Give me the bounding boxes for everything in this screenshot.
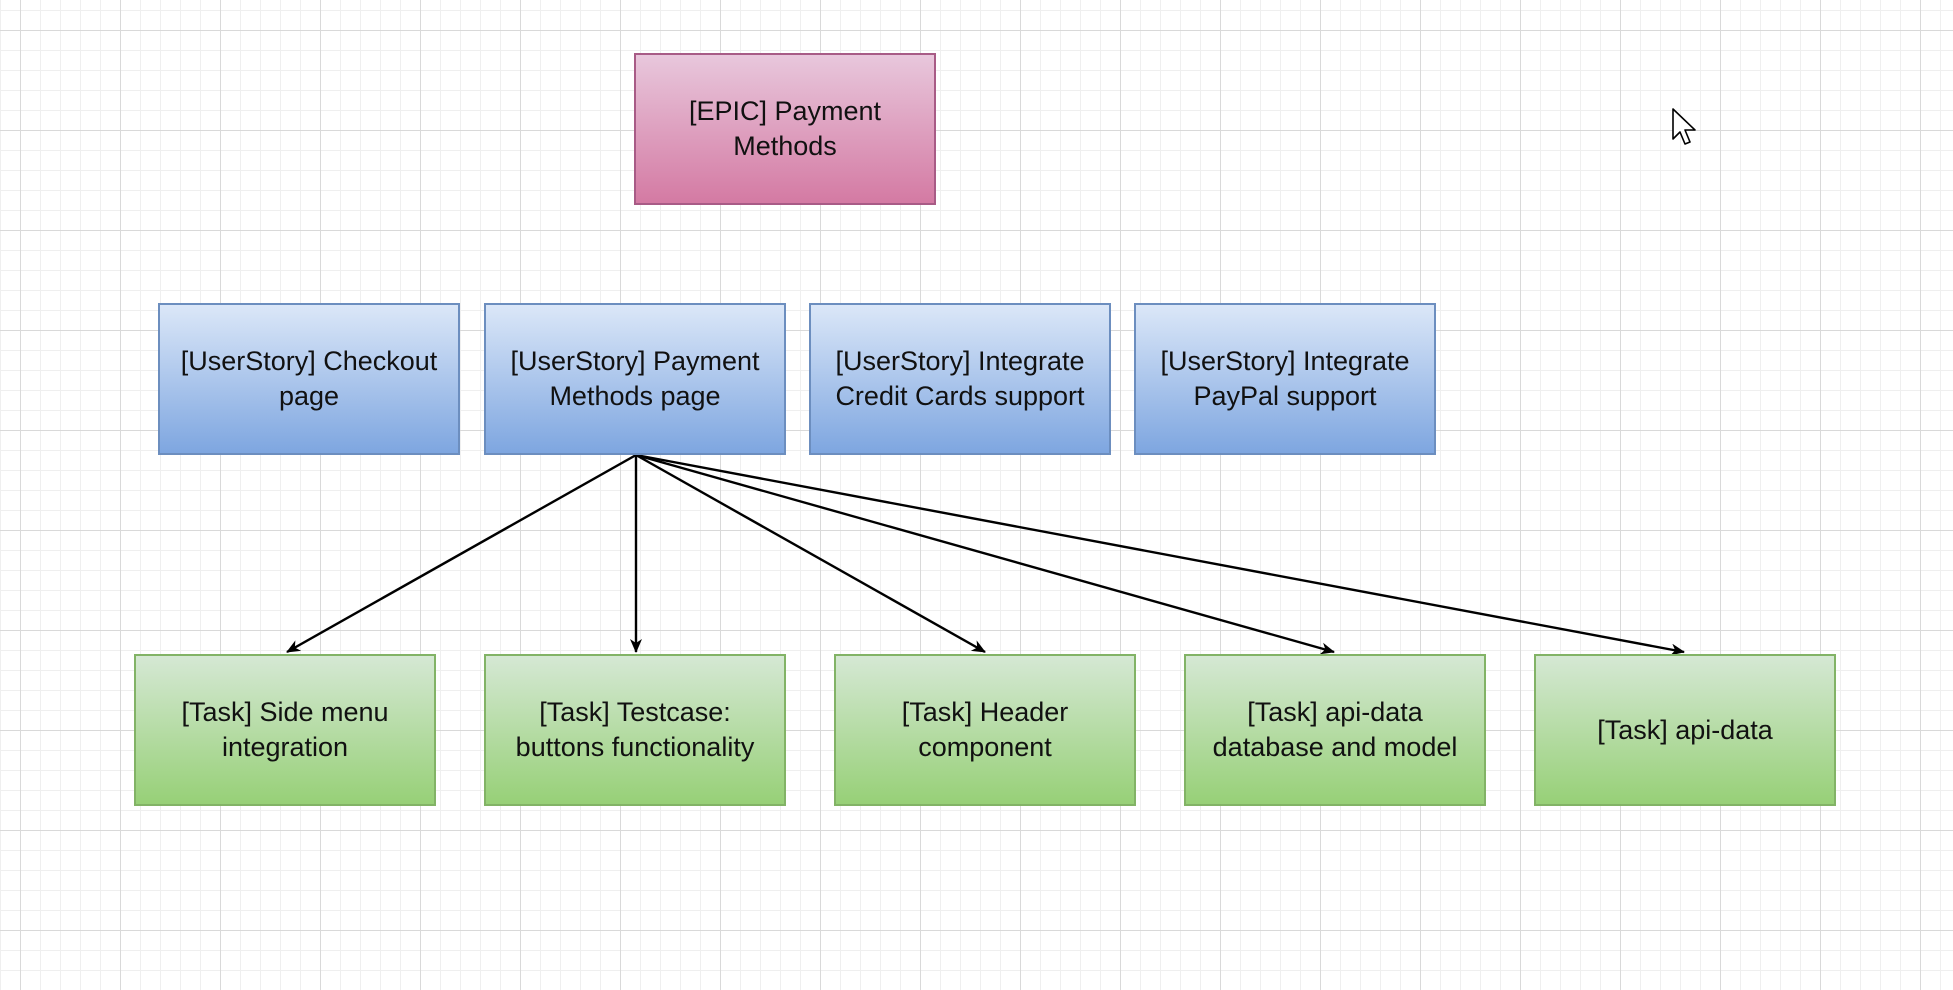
task-testcase-buttons-functionality[interactable]: [Task] Testcase: buttons functionality <box>484 654 786 806</box>
story-label: [UserStory] Integrate PayPal support <box>1160 346 1410 411</box>
task-side-menu-integration[interactable]: [Task] Side menu integration <box>134 654 436 806</box>
task-header-component[interactable]: [Task] Header component <box>834 654 1136 806</box>
story-payment-methods-page[interactable]: [UserStory] Payment Methods page <box>484 303 786 455</box>
story-label: [UserStory] Checkout page <box>180 346 438 411</box>
story-integrate-credit-cards[interactable]: [UserStory] Integrate Credit Cards suppo… <box>809 303 1111 455</box>
edge-payment-page-to-header[interactable] <box>635 453 986 654</box>
task-label: [Task] Testcase: buttons functionality <box>515 697 755 762</box>
mouse-pointer-icon <box>1672 108 1696 145</box>
task-label: [Task] Side menu integration <box>181 697 389 762</box>
task-label: [Task] Header component <box>901 697 1069 762</box>
edge-payment-page-to-api-data[interactable] <box>635 453 1685 656</box>
edge-payment-page-to-api-data-db[interactable] <box>635 453 1335 655</box>
story-checkout-page[interactable]: [UserStory] Checkout page <box>158 303 460 455</box>
task-api-data[interactable]: [Task] api-data <box>1534 654 1836 806</box>
story-label: [UserStory] Payment Methods page <box>510 346 760 411</box>
task-label: [Task] api-data database and model <box>1212 697 1458 762</box>
epic-payment-methods[interactable]: [EPIC] Payment Methods <box>634 53 936 205</box>
task-api-data-database-and-model[interactable]: [Task] api-data database and model <box>1184 654 1486 806</box>
epic-label: [EPIC] Payment Methods <box>688 96 882 161</box>
story-integrate-paypal[interactable]: [UserStory] Integrate PayPal support <box>1134 303 1436 455</box>
edge-payment-page-to-side-menu[interactable] <box>286 453 637 654</box>
story-label: [UserStory] Integrate Credit Cards suppo… <box>835 346 1085 411</box>
task-label: [Task] api-data <box>1597 714 1773 745</box>
